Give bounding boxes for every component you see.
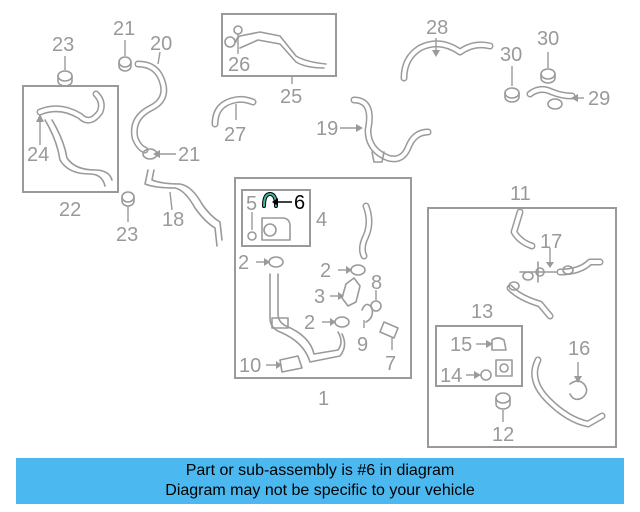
callout-24: 24 <box>27 144 49 166</box>
group-box-1 <box>234 177 412 379</box>
callout-30b: 30 <box>500 44 522 66</box>
part-12-cap <box>495 392 511 422</box>
callout-1: 1 <box>318 388 329 410</box>
part-2-clamp-a <box>256 256 284 268</box>
group-box-22 <box>22 85 119 193</box>
callout-28: 28 <box>426 17 448 39</box>
callout-18: 18 <box>162 209 184 231</box>
callout-5: 5 <box>246 193 257 215</box>
callout-6-highlighted: 6 <box>294 192 305 214</box>
callout-20: 20 <box>150 33 172 55</box>
part-hose-upper <box>358 202 373 260</box>
part-3-connector <box>330 277 361 307</box>
part-29-hose <box>526 85 584 110</box>
part-28-hose <box>400 38 494 82</box>
part-21-clamp-top <box>118 40 132 72</box>
info-banner: Part or sub-assembly is #6 in diagram Di… <box>16 458 624 504</box>
group-box-13 <box>435 325 523 387</box>
callout-21b: 21 <box>178 144 200 166</box>
part-7-sensor <box>379 321 399 350</box>
group-box-11 <box>427 207 617 448</box>
callout-11: 11 <box>510 183 531 205</box>
part-13-housing <box>495 359 513 377</box>
part-27-hose <box>211 95 257 128</box>
callout-2b: 2 <box>320 260 331 282</box>
callout-19: 19 <box>316 118 338 140</box>
part-19-hose <box>340 96 432 163</box>
part-30-clamp <box>540 52 556 84</box>
part-5-housing <box>247 212 291 241</box>
callout-12: 12 <box>492 424 514 446</box>
callout-17: 17 <box>540 231 562 253</box>
part-1-pipe <box>269 273 346 363</box>
part-2-clamp-c <box>322 316 350 328</box>
callout-29: 29 <box>588 88 610 110</box>
callout-25: 25 <box>280 86 302 108</box>
callout-21a: 21 <box>113 18 135 40</box>
part-14-seal <box>466 369 492 381</box>
callout-26: 26 <box>228 54 250 76</box>
part-18-pipe <box>144 169 223 247</box>
callout-23b: 23 <box>116 224 138 246</box>
part-6-gasket-highlighted <box>262 191 292 208</box>
callout-2c: 2 <box>304 312 315 334</box>
callout-7: 7 <box>385 353 396 375</box>
callout-3: 3 <box>314 286 325 308</box>
callout-22: 22 <box>59 199 81 221</box>
part-30-clamp-b <box>504 66 520 103</box>
callout-14: 14 <box>440 365 462 387</box>
banner-line-2: Diagram may not be specific to your vehi… <box>165 482 475 499</box>
part-23-clamp <box>57 56 73 87</box>
group-box-4 <box>241 189 311 247</box>
banner-line-1: Part or sub-assembly is #6 in diagram <box>185 462 455 479</box>
part-11-hose <box>510 208 536 250</box>
callout-4: 4 <box>316 209 327 231</box>
part-23-clamp-lower <box>121 191 135 222</box>
part-2-clamp-b <box>338 264 366 276</box>
callout-8: 8 <box>371 272 382 294</box>
part-9-clip <box>361 303 374 328</box>
part-21-clamp-mid <box>142 148 176 160</box>
part-15-fitting <box>476 337 507 351</box>
callout-9: 9 <box>357 334 368 356</box>
part-26-pipe <box>224 25 327 84</box>
part-11-lower-hose <box>506 281 554 320</box>
callout-30a: 30 <box>537 28 559 50</box>
callout-23a: 23 <box>52 34 74 56</box>
parts-diagram: 23 21 20 26 25 28 30 30 29 27 19 24 21 2… <box>22 13 617 448</box>
callout-16: 16 <box>568 338 590 360</box>
part-10-cap <box>266 355 303 373</box>
part-20-hose <box>130 51 168 154</box>
part-17-tee <box>519 248 604 283</box>
callout-10: 10 <box>239 355 261 377</box>
part-large-hose-right <box>531 356 606 428</box>
callout-2a: 2 <box>238 252 249 274</box>
callout-13: 13 <box>471 301 493 323</box>
callout-27: 27 <box>224 124 246 146</box>
group-box-25 <box>221 13 337 77</box>
part-16-clamp <box>569 362 588 401</box>
callout-15: 15 <box>450 334 472 356</box>
part-24-hose <box>36 90 113 187</box>
